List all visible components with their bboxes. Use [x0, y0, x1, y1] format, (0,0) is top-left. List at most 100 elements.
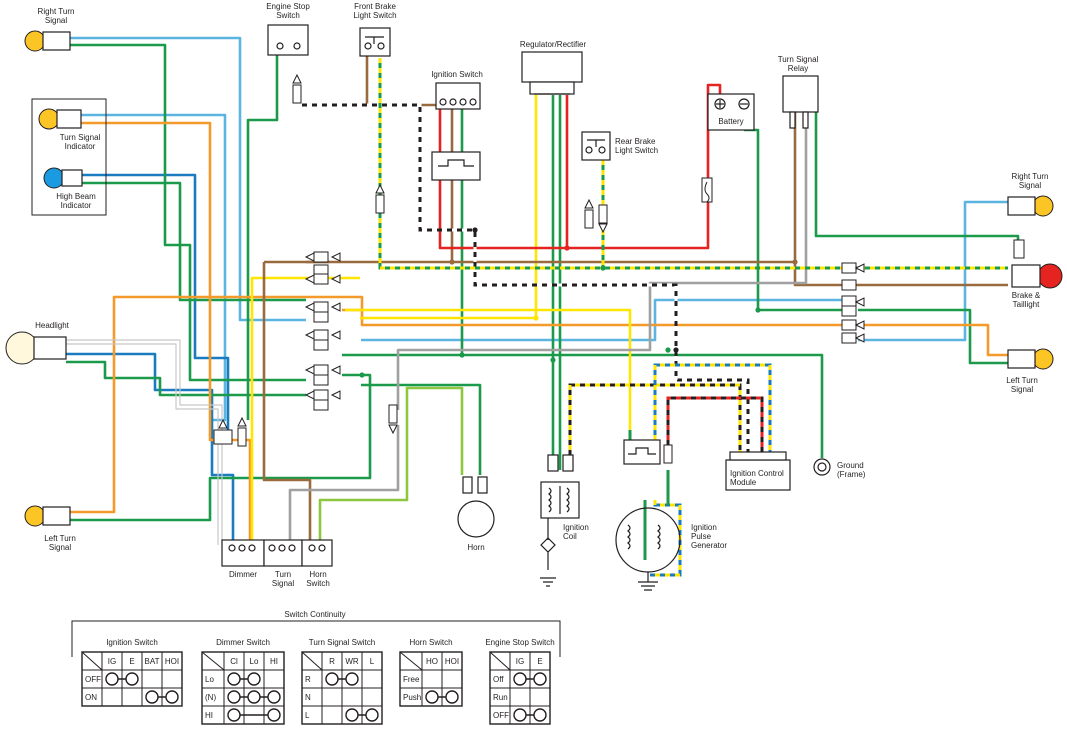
continuity-node-icon — [125, 672, 139, 686]
wire-yellow-main — [345, 308, 632, 430]
ignition-control-module — [725, 451, 791, 491]
table-row-header: R — [305, 675, 311, 684]
switch-terminal — [268, 544, 276, 552]
switch-terminal — [228, 544, 236, 552]
horn-icon — [457, 500, 495, 538]
connector — [213, 429, 233, 445]
table-column-header: IG — [516, 657, 524, 666]
continuity-bracket — [71, 620, 561, 657]
continuity-node-icon — [365, 708, 379, 722]
connector-arrow — [218, 418, 228, 429]
continuity-node-icon — [267, 690, 281, 704]
headlight-bulb-icon — [5, 331, 39, 365]
label-ignition-switch: Ignition Switch — [431, 70, 483, 79]
lamp-socket — [56, 109, 82, 129]
ignition-pulse-generator — [615, 439, 681, 591]
wire-brown-bus — [264, 260, 1008, 287]
table-column-header: HOI — [445, 657, 459, 666]
connector-arrow — [854, 263, 865, 273]
coil-icon — [627, 524, 631, 550]
label-brake-taillight: Brake &Taillight — [1012, 291, 1041, 309]
wire-green-battery — [743, 110, 842, 312]
wire-green-engine-stop — [246, 50, 279, 420]
wire-white-headlight — [66, 339, 223, 545]
switch-terminal — [585, 146, 593, 154]
table-row-header: OFF — [493, 711, 509, 720]
wire-black-red-stripe — [666, 396, 764, 460]
lamp-high-beam-indicator — [43, 167, 83, 189]
wire-red-battery — [438, 83, 722, 250]
turn-signal-switch-block — [263, 539, 303, 567]
regulator-body — [521, 51, 583, 83]
lamp-left-turn-bottom-left — [24, 505, 71, 527]
connector — [388, 404, 398, 424]
lamp-socket — [33, 336, 67, 360]
ground-icon — [817, 462, 827, 472]
connector — [313, 399, 329, 411]
switch-terminal — [288, 544, 296, 552]
switch-contact — [365, 36, 384, 44]
label-headlight: Headlight — [35, 321, 70, 330]
bus-connectors — [213, 73, 1025, 464]
module-connector — [729, 451, 787, 461]
junction-dot — [600, 265, 606, 271]
table-row-header: OFF — [85, 675, 101, 684]
rear-brake-light-switch — [581, 131, 611, 161]
ground-symbol-icon — [638, 572, 658, 591]
table-row-header: Run — [493, 693, 508, 702]
ground-frame — [813, 458, 831, 476]
ignition-connector-key — [438, 159, 474, 167]
label-horn: Horn — [467, 543, 484, 552]
front-brake-light-switch — [359, 27, 391, 57]
continuity-node-icon — [247, 672, 261, 686]
battery-positive-icon — [716, 100, 724, 108]
connector — [598, 204, 608, 224]
switch-terminal — [248, 544, 256, 552]
junction-dot — [359, 372, 365, 378]
connector-arrow — [854, 320, 865, 330]
wire-light-blue-indicator — [80, 113, 227, 422]
coil-icon — [548, 487, 552, 513]
switch-terminal — [377, 42, 385, 50]
wire-light-blue-main — [361, 298, 842, 342]
table-column-header: IG — [108, 657, 116, 666]
wires — [66, 36, 1020, 545]
wire-green-right-turn-top — [70, 43, 306, 382]
table-row-header: Off — [493, 675, 504, 684]
connector — [841, 319, 857, 331]
coil-icon — [566, 487, 570, 513]
table-column-header: Lo — [250, 657, 259, 666]
connector-arrow — [304, 302, 315, 312]
connector — [313, 311, 329, 323]
wire-blue-headlight — [66, 352, 235, 545]
connector — [841, 262, 857, 274]
continuity-node-icon — [165, 690, 179, 704]
switch-terminal — [308, 544, 316, 552]
continuity-node-icon — [105, 672, 119, 686]
wire-light-blue-right-side — [858, 200, 1008, 342]
table-column-header: HO — [426, 657, 438, 666]
table-column-header: Cl — [230, 657, 238, 666]
junctions — [359, 227, 798, 378]
continuity-node-icon — [445, 690, 459, 704]
connector — [313, 273, 329, 285]
lamp-bulb-icon — [1032, 195, 1054, 217]
switch-contact — [587, 139, 605, 147]
continuity-table-title: Dimmer Switch — [216, 638, 270, 647]
connector — [663, 444, 673, 464]
switch-terminal — [318, 544, 326, 552]
wire-green-indicator — [80, 181, 306, 302]
lamp-bulb-icon — [24, 505, 46, 527]
spark-plug-icon — [540, 518, 556, 587]
connector — [313, 389, 329, 401]
continuity-node-icon — [145, 690, 159, 704]
table-row-header: Push — [403, 693, 421, 702]
continuity-node-icon — [227, 672, 241, 686]
